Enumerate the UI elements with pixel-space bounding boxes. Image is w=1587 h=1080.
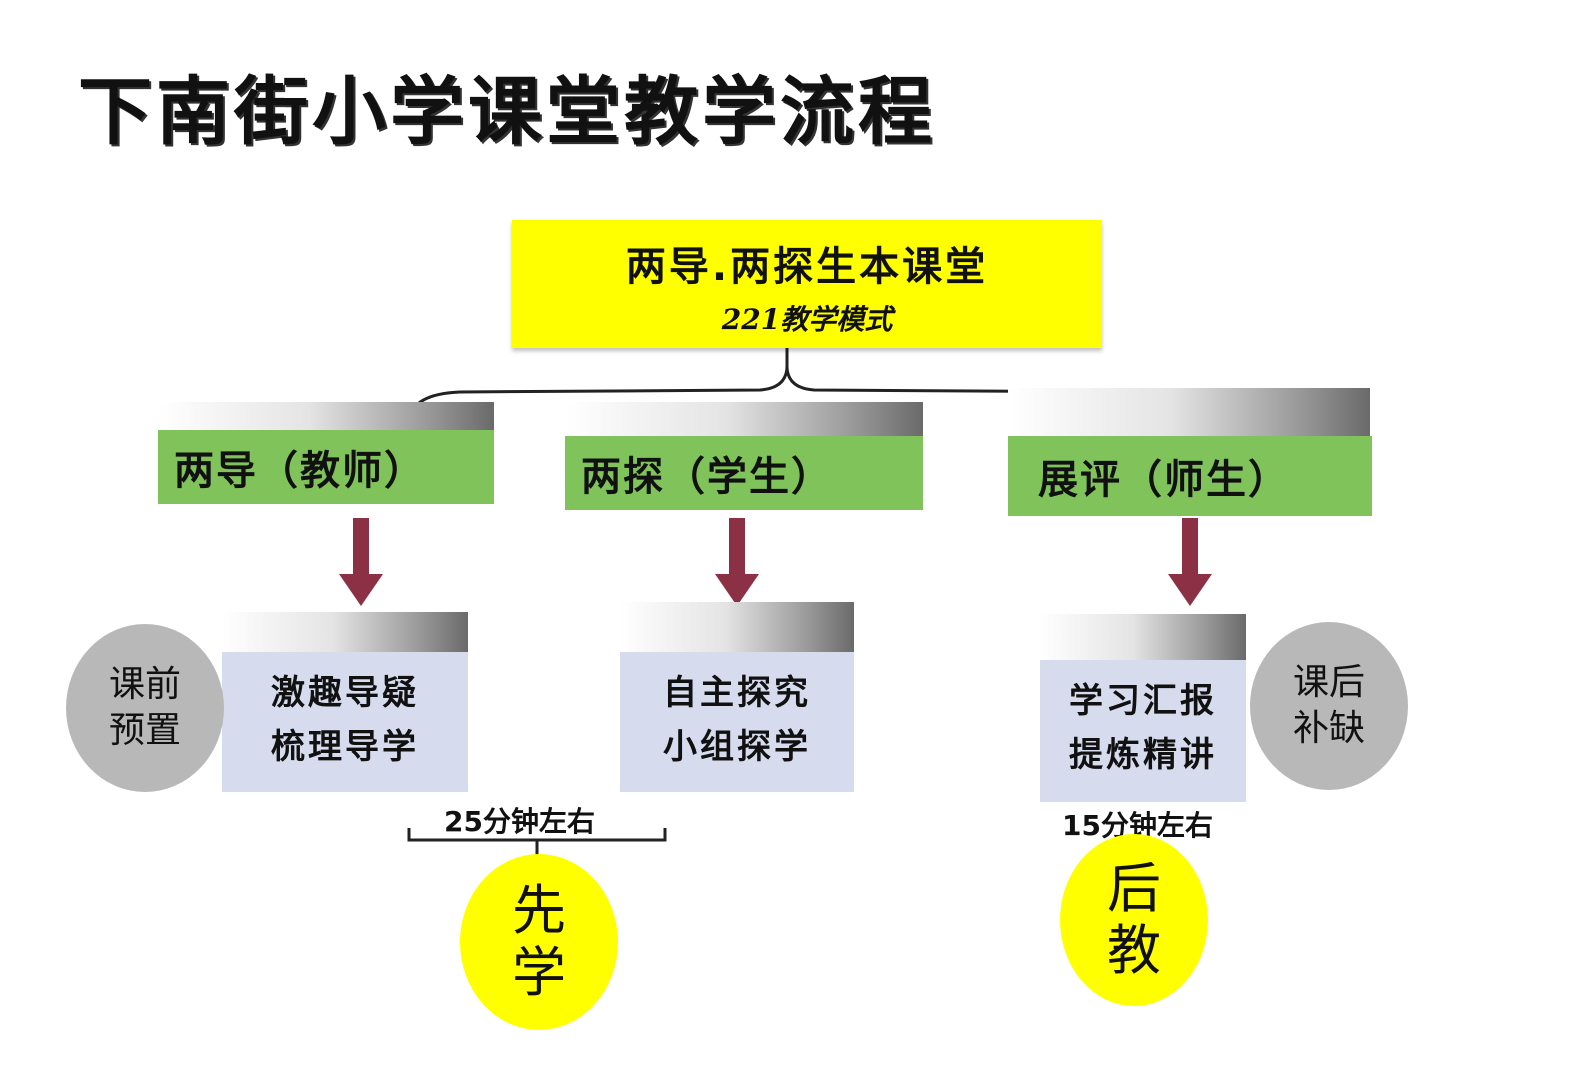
branch-2-header: 两探（学生） — [565, 436, 923, 510]
model-title-box: 两导.两探生本课堂 221教学模式 — [512, 220, 1102, 348]
content-1-bar — [222, 612, 468, 652]
content-2-line-1: 自主探究 — [663, 673, 811, 713]
branch-1-header: 两导（教师） — [158, 430, 494, 504]
content-box-2: 自主探究 小组探学 — [620, 652, 854, 792]
content-2-line-2: 小组探学 — [663, 727, 811, 767]
content-box-3: 学习汇报 提炼精讲 — [1040, 660, 1246, 802]
content-2-bar — [620, 602, 854, 652]
branch-1-header-bar — [158, 402, 494, 430]
content-1-line-2: 梳理导学 — [271, 727, 419, 767]
content-box-1: 激趣导疑 梳理导学 — [222, 652, 468, 792]
post-class-line-1: 课后 — [1292, 662, 1365, 703]
post-class-circle: 课后 补缺 — [1250, 622, 1408, 790]
learn-first-line-1: 先 — [512, 879, 566, 942]
arrow-1 — [339, 518, 383, 606]
post-class-line-2: 补缺 — [1292, 708, 1365, 749]
arrow-3 — [1168, 518, 1212, 606]
content-1-line-1: 激趣导疑 — [271, 673, 419, 713]
branch-3-header-bar — [1008, 388, 1370, 436]
learn-first-circle: 先 学 — [460, 854, 618, 1030]
branch-3-header: 展评（师生） — [1008, 436, 1372, 516]
arrow-2 — [715, 518, 759, 606]
content-3-line-1: 学习汇报 — [1069, 681, 1217, 721]
pre-class-line-1: 课前 — [108, 664, 181, 705]
time-label-first: 25分钟左右 — [444, 805, 595, 838]
model-subtitle: 221教学模式 — [721, 303, 893, 336]
teach-after-circle: 后 教 — [1060, 834, 1208, 1006]
branch-2-header-bar — [565, 402, 923, 436]
teach-after-line-2: 教 — [1107, 919, 1161, 982]
pre-class-line-2: 预置 — [108, 710, 181, 751]
content-3-line-2: 提炼精讲 — [1069, 735, 1217, 775]
page-title: 下南街小学课堂教学流程 — [78, 69, 936, 155]
model-title: 两导.两探生本课堂 — [625, 244, 989, 290]
content-3-bar — [1040, 614, 1246, 660]
learn-first-line-2: 学 — [512, 941, 566, 1004]
pre-class-circle: 课前 预置 — [66, 624, 224, 792]
teach-after-line-1: 后 — [1107, 857, 1161, 920]
